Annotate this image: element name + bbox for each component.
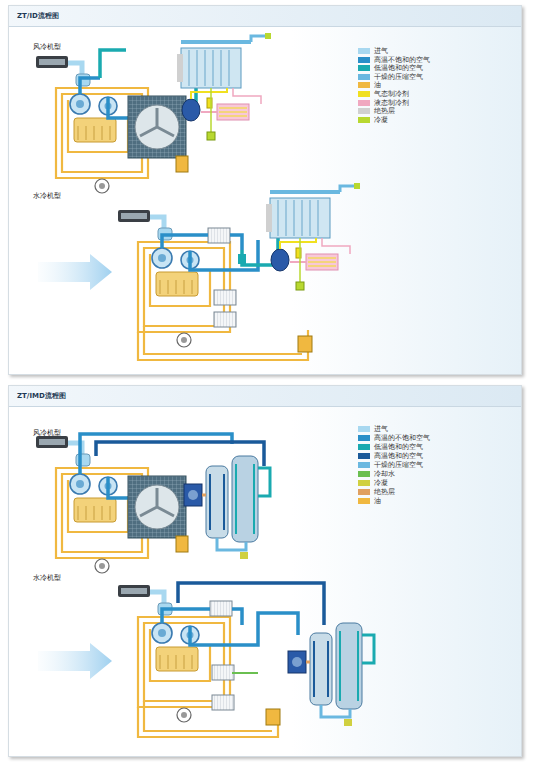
legend-swatch [358, 108, 370, 114]
id-water-unit [214, 312, 236, 327]
intake-arrow [38, 254, 112, 290]
legend-swatch [358, 480, 370, 486]
imd-air-unit [80, 434, 232, 474]
id-water-unit [190, 240, 258, 270]
model-label: 水冷机型 [33, 191, 61, 201]
intake-arrow [38, 643, 112, 679]
imd-air-unit [128, 476, 186, 538]
id-air-unit [186, 52, 204, 106]
imd-water-unit [210, 601, 232, 616]
id-water-unit [208, 228, 230, 243]
id-air-unit [80, 78, 128, 118]
imd-air-unit [96, 442, 264, 466]
legend-text: 气态制冷剂 [374, 90, 409, 98]
imd-air-unit [186, 494, 202, 498]
id-air-unit [176, 156, 188, 172]
id-air-unit [177, 33, 271, 140]
intake-arrow [38, 254, 112, 679]
id-water-unit [238, 254, 246, 264]
model-label: 水冷机型 [33, 573, 61, 583]
legend-text: 高温的不饱和空气 [374, 434, 430, 442]
id-water-unit [118, 183, 360, 360]
legend-text: 进气 [374, 425, 388, 433]
imd-air-unit [184, 456, 270, 559]
id-water-unit [118, 210, 230, 347]
legend-swatch [358, 117, 370, 123]
panel-title: ZT/ID流程图 [9, 6, 521, 27]
legend-swatch [358, 444, 370, 450]
legend-swatch [358, 435, 370, 441]
legend-swatch [358, 57, 370, 63]
flow-panel: ZT/ID流程图 [8, 5, 522, 375]
imd-air-unit [36, 434, 270, 573]
model-label: 风冷机型 [33, 428, 61, 438]
legend-text: 冷却水 [374, 470, 395, 478]
id-water-unit [162, 235, 242, 250]
imd-air-unit [36, 436, 148, 573]
imd-water-unit [190, 613, 298, 645]
legend-swatch [358, 91, 370, 97]
legend-text: 绝热层 [374, 107, 395, 115]
imd-water-unit [212, 695, 234, 710]
legend-text: 冷凝 [374, 479, 388, 487]
legend-text: 油 [374, 81, 381, 89]
imd-water-unit [138, 701, 278, 737]
model-label: 风冷机型 [33, 42, 61, 52]
id-water-unit [138, 326, 308, 360]
imd-water-unit [178, 583, 324, 625]
id-water-unit [266, 183, 360, 290]
legend-swatch [358, 462, 370, 468]
imd-air-unit [108, 477, 128, 498]
imd-air-unit [135, 485, 179, 529]
legend-text: 低温饱和的空气 [374, 64, 423, 72]
imd-water-unit [118, 585, 230, 722]
id-air-unit [36, 56, 148, 193]
legend-swatch [358, 498, 370, 504]
legend-text: 液态制冷剂 [374, 99, 409, 107]
flow-panel: ZT/IMD流程图 [8, 385, 522, 757]
id-water-unit [242, 204, 278, 265]
legend-swatch [358, 74, 370, 80]
legend-swatch [358, 453, 370, 459]
legend-swatch [358, 471, 370, 477]
panel-title: ZT/IMD流程图 [9, 386, 521, 407]
legend-text: 干燥的压缩空气 [374, 73, 423, 81]
id-water-unit [298, 336, 312, 352]
id-air-unit [140, 108, 174, 136]
legend-swatch [358, 100, 370, 106]
legend-swatch [358, 426, 370, 432]
legend-text: 油 [374, 497, 381, 505]
imd-water-unit [162, 609, 242, 625]
legend-text: 高温不饱和的空气 [374, 56, 430, 64]
imd-water-unit [212, 665, 234, 680]
imd-water-unit [118, 583, 374, 737]
imd-water-unit [232, 672, 258, 674]
imd-water-unit [288, 623, 374, 726]
legend-text: 低温饱和的空气 [374, 443, 423, 451]
id-water-unit [214, 290, 236, 305]
id-air-unit [36, 33, 271, 193]
imd-air-unit [140, 488, 174, 516]
legend-swatch [358, 65, 370, 71]
legend-text: 冷凝 [374, 116, 388, 124]
id-air-unit [100, 50, 126, 78]
legend-text: 高温饱和的空气 [374, 452, 423, 460]
legend-text: 绝热层 [374, 488, 395, 496]
imd-air-unit [176, 536, 188, 552]
id-air-unit [135, 105, 179, 149]
legend-swatch [358, 48, 370, 54]
imd-water-unit [266, 709, 280, 725]
legend-text: 干燥的压缩空气 [374, 461, 423, 469]
legend-text: 进气 [374, 47, 388, 55]
id-air-unit [128, 96, 186, 158]
legend-swatch [358, 82, 370, 88]
legend-swatch [358, 489, 370, 495]
